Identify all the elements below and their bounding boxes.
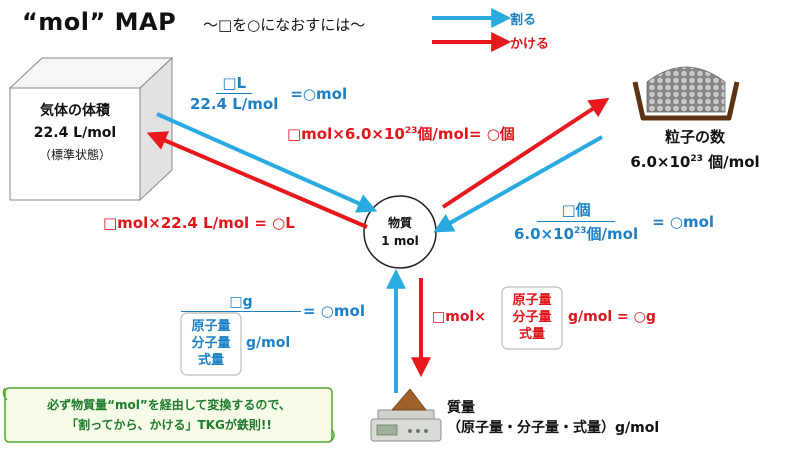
note-line-2: 「割ってから、かける」TKGが鉄則!!: [66, 418, 272, 432]
mol-to-particles-formula: □mol×6.0×1023個/mol= ○個: [287, 123, 515, 144]
mass-item-molecular-weight: 分子量: [512, 310, 552, 325]
scale-icon: [370, 388, 442, 442]
mass-label: 質量 （原子量・分子量・式量）g/mol: [447, 398, 659, 438]
note-text: 必ず物質量“mol”を経由して変換するので、 「割ってから、かける」TKGが鉄則…: [10, 395, 328, 435]
gas-to-mol-result: =○mol: [290, 84, 348, 103]
legend-divide-label: 割る: [510, 13, 537, 28]
center-substance: 物質: [387, 216, 412, 230]
gas-to-mol-numerator: □L: [216, 74, 253, 94]
gas-to-mol-denominator: 22.4 L/mol: [190, 95, 279, 113]
mass-den-formula-weight: 式量: [197, 353, 224, 368]
mol-to-mass-items: 原子量 分子量 式量: [502, 292, 562, 343]
particles-to-mol-numerator: □個: [537, 199, 615, 222]
mol-to-particles-prefix: □mol×6.0×10: [287, 125, 405, 143]
page-subtitle: ～□を○になおすには～: [203, 16, 366, 34]
note-line-1: 必ず物質量“mol”を経由して変換するので、: [47, 398, 291, 412]
mol-to-mass-prefix: □mol×: [432, 309, 486, 325]
particles-title: 粒子の数: [664, 128, 725, 146]
gas-condition-note: （標準状態）: [38, 148, 111, 162]
particles-to-mol-fraction: □個 6.0×1023個/mol: [508, 199, 644, 244]
mol-to-gas-arrow: [146, 131, 368, 229]
gas-box-text: 気体の体積 22.4 L/mol （標準状態）: [10, 100, 140, 166]
particles-to-mol-arrow: [433, 135, 603, 233]
gas-to-mol-fraction: □L 22.4 L/mol: [184, 74, 284, 113]
note-scroll: [2, 387, 335, 443]
particles-to-mol-result: = ○mol: [652, 212, 715, 231]
mol-to-gas-formula: □mol×22.4 L/mol = ○L: [103, 214, 295, 232]
mol-to-particles-suffix: 個/mol= ○個: [417, 125, 515, 143]
mol-to-mass-suffix: g/mol = ○g: [568, 309, 656, 325]
gas-to-mol-arrow: [156, 112, 378, 213]
avogadro-constant: 6.0×1023 個/mol: [630, 153, 760, 171]
mass-to-mol-denominator-items: 原子量 分子量 式量: [181, 318, 241, 369]
page-title: “mol” MAP: [22, 8, 177, 36]
mass-subtitle: （原子量・分子量・式量）g/mol: [447, 420, 660, 436]
mass-to-mol-denominator-box: [180, 312, 242, 376]
mass-to-mol-den-unit: g/mol: [246, 335, 291, 351]
mol-to-particles-exponent: 23: [404, 126, 418, 136]
gas-box-icon: [8, 56, 174, 202]
particles-label: 粒子の数 6.0×1023 個/mol: [620, 126, 770, 173]
particles-bowl-icon: [632, 66, 740, 121]
center-label: 物質 1 mol: [364, 214, 436, 250]
mass-to-mol-result: = ○mol: [303, 302, 365, 320]
particles-to-mol-formula: □個 6.0×1023個/mol = ○mol: [508, 199, 714, 244]
gas-to-mol-formula: □L 22.4 L/mol =○mol: [184, 74, 347, 113]
mass-title: 質量: [447, 400, 475, 416]
particles-to-mol-denominator: 6.0×1023個/mol: [514, 225, 639, 243]
mass-to-mol-numerator: □g: [181, 293, 301, 312]
mass-item-formula-weight: 式量: [518, 327, 545, 342]
mass-item-atomic-weight: 原子量: [512, 293, 552, 308]
gas-molar-volume: 22.4 L/mol: [33, 125, 117, 141]
mass-den-atomic-weight: 原子量: [191, 319, 231, 334]
mol-to-particles-arrow: [441, 97, 610, 209]
mass-den-molecular-weight: 分子量: [191, 336, 231, 351]
legend-multiply-label: かける: [510, 37, 550, 52]
center-one-mol: 1 mol: [381, 234, 419, 248]
gas-title: 気体の体積: [40, 103, 110, 119]
mass-from-mol-items-box: [501, 286, 563, 350]
